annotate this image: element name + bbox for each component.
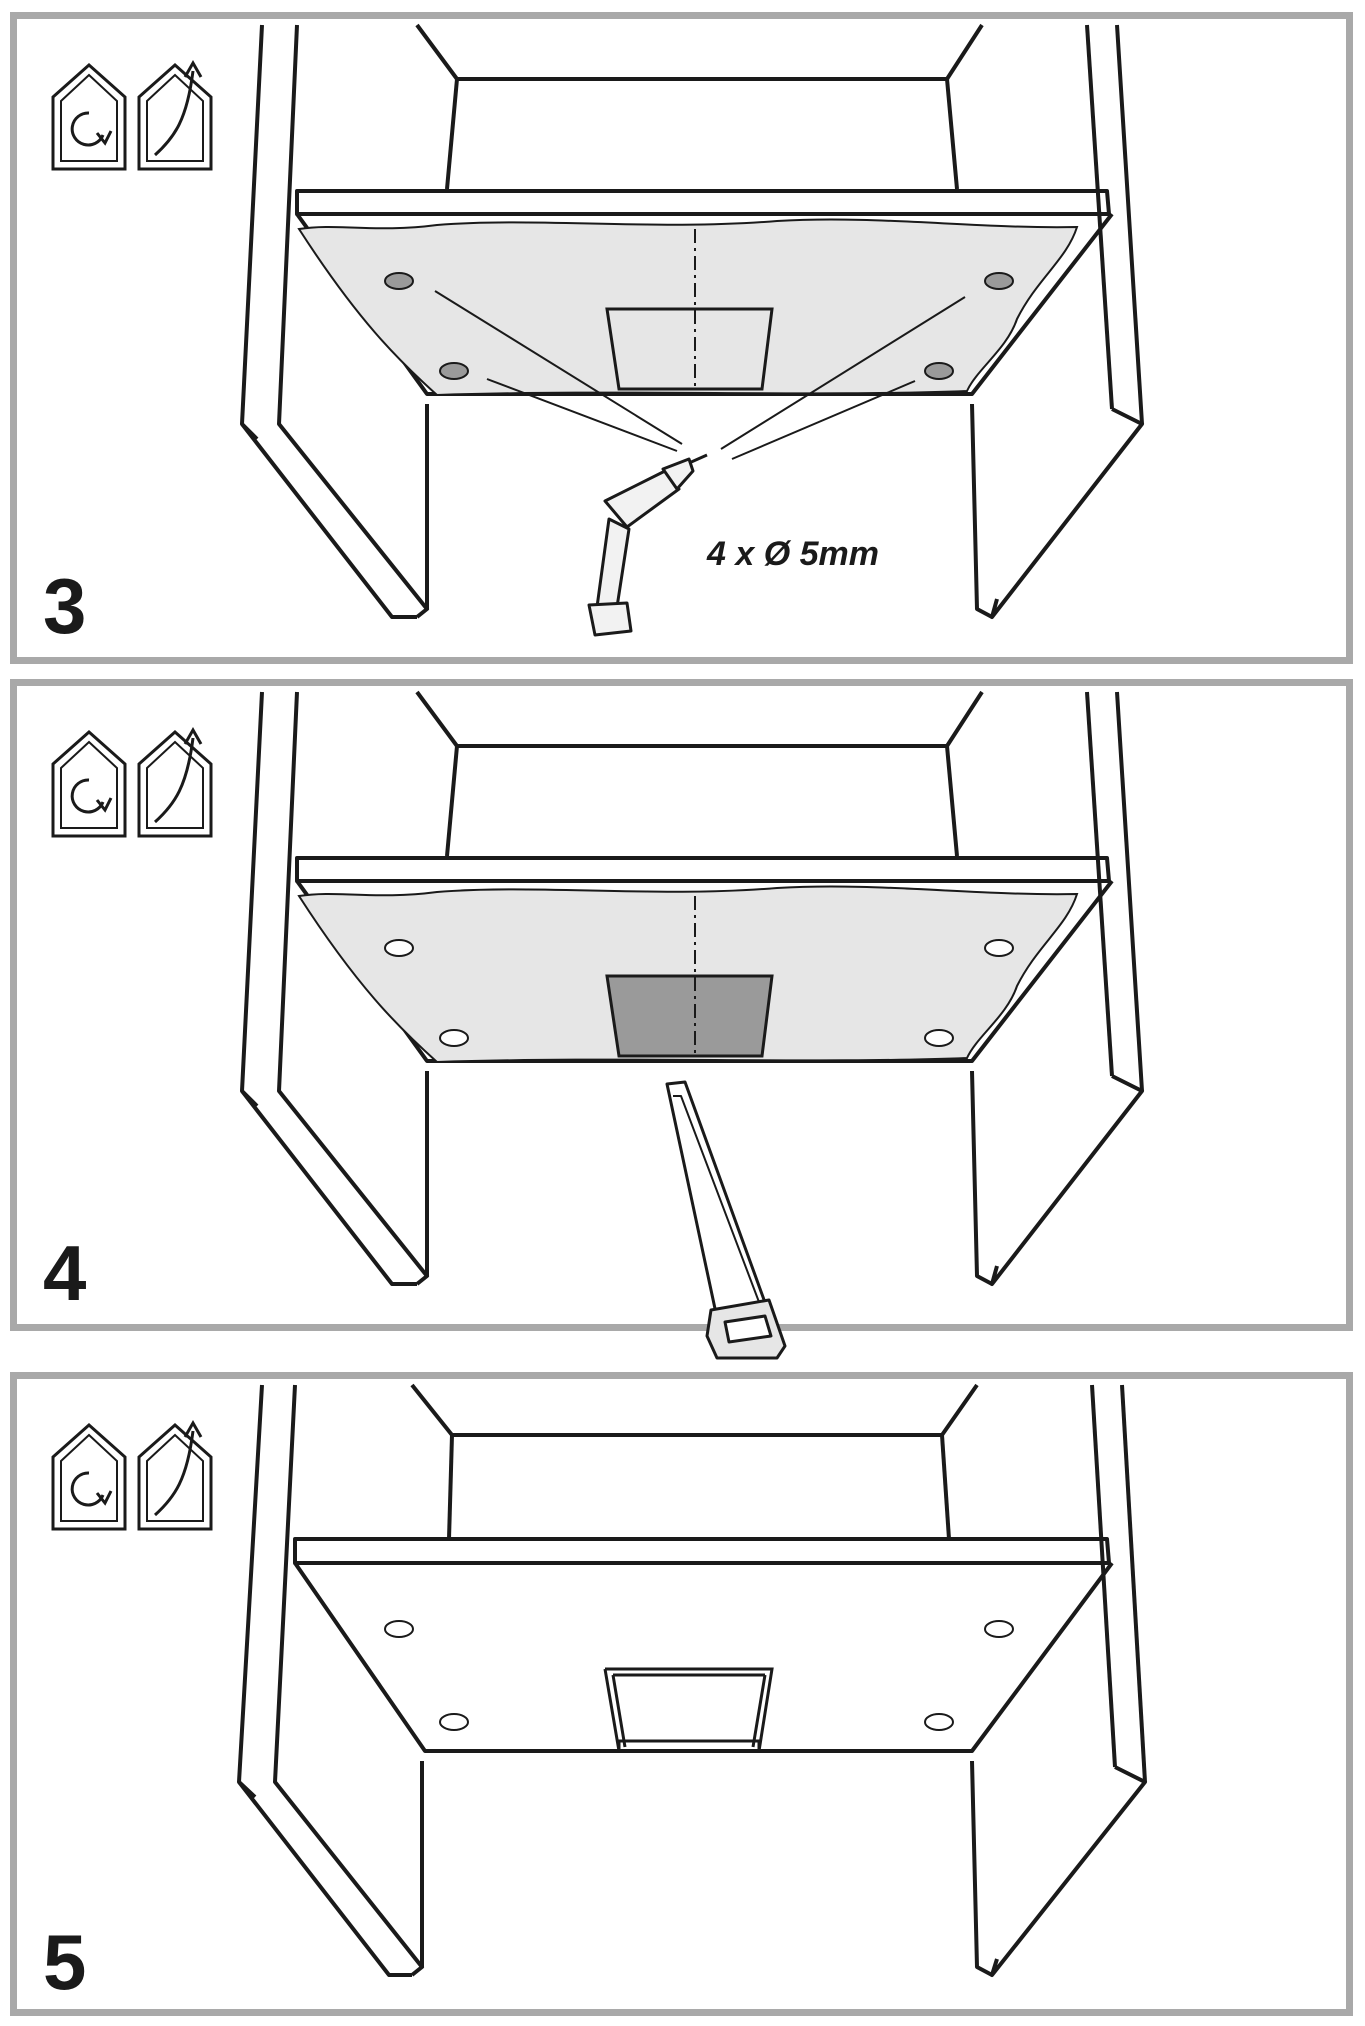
hole-size-label: 4 x Ø 5mm (707, 535, 879, 573)
cutout-opening (603, 1667, 774, 1752)
step-number: 4 (43, 1229, 87, 1317)
drill-icon (587, 453, 708, 637)
cabinet-illustration (240, 23, 1144, 637)
step-number: 5 (43, 1918, 87, 2006)
cabinet-illustration (240, 690, 1144, 1360)
recirculation-mode-icon (51, 62, 127, 171)
step-5-panel: 5 (10, 1372, 1353, 2016)
mode-icons (49, 724, 219, 847)
step-number: 3 (43, 562, 87, 650)
mode-icons (49, 57, 219, 180)
saw-icon (665, 1080, 787, 1360)
cabinet-illustration (237, 1383, 1147, 1977)
extraction-mode-icon (137, 59, 213, 171)
mode-icons (49, 1417, 219, 1540)
extraction-mode-icon (137, 1419, 213, 1531)
drill-holes (384, 272, 1014, 380)
recirculation-mode-icon (51, 1422, 127, 1531)
extraction-mode-icon (137, 726, 213, 838)
step-3-panel: 4 x Ø 5mm 3 (10, 12, 1353, 664)
step-4-panel: 4 (10, 679, 1353, 1360)
recirculation-mode-icon (51, 729, 127, 838)
